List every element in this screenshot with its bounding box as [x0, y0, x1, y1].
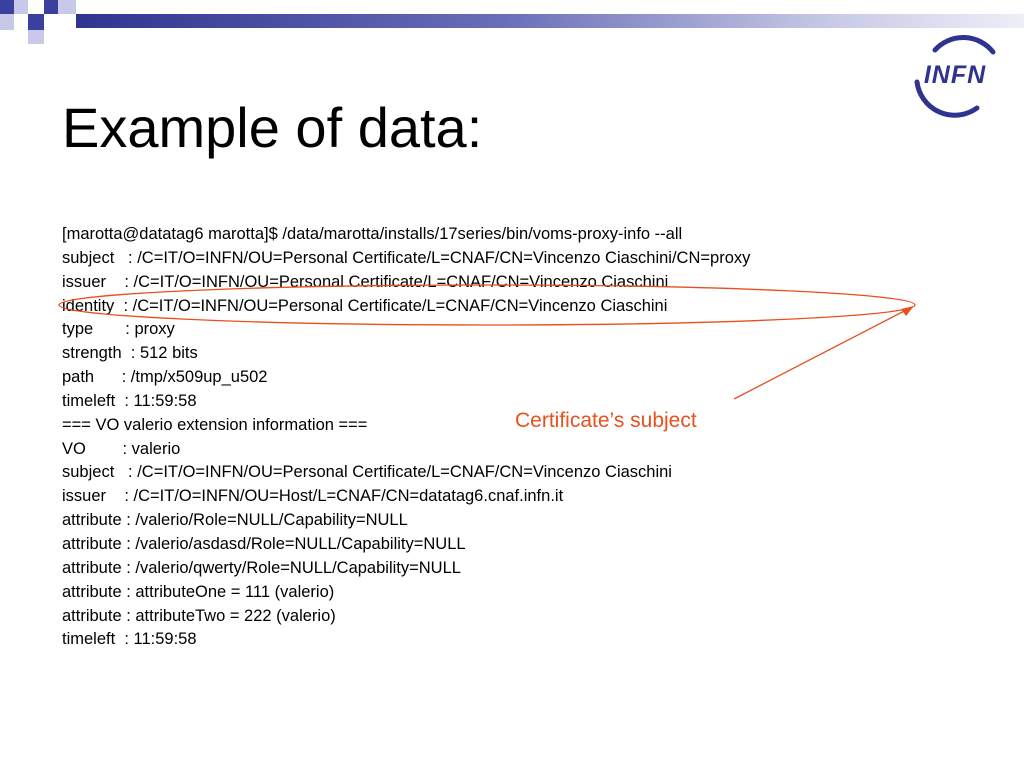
output-line: attribute : /valerio/Role=NULL/Capabilit…: [62, 511, 408, 530]
output-line: issuer : /C=IT/O=INFN/OU=Personal Certif…: [62, 272, 669, 291]
slide-title: Example of data:: [62, 96, 483, 159]
corner-square: [14, 14, 28, 30]
output-line: subject : /C=IT/O=INFN/OU=Personal Certi…: [62, 248, 751, 267]
logo-text: INFN: [924, 61, 986, 89]
terminal-output: [marotta@datatag6 marotta]$ /data/marott…: [62, 223, 962, 652]
output-line: === VO valerio extension information ===: [62, 415, 368, 434]
corner-square: [28, 14, 44, 30]
output-line: timeleft : 11:59:58: [62, 391, 197, 410]
output-line: attribute : /valerio/qwerty/Role=NULL/Ca…: [62, 558, 461, 577]
corner-square: [44, 0, 58, 14]
corner-square: [28, 30, 44, 44]
corner-square: [0, 0, 14, 14]
annotation-label: Certificate’s subject: [515, 409, 697, 432]
infn-logo-icon: INFN: [914, 35, 996, 118]
output-line: attribute : attributeTwo = 222 (valerio): [62, 606, 336, 625]
output-line: subject : /C=IT/O=INFN/OU=Personal Certi…: [62, 463, 672, 482]
output-line: type : proxy: [62, 320, 175, 339]
corner-square: [14, 0, 28, 14]
output-line: attribute : attributeOne = 111 (valerio): [62, 582, 335, 601]
corner-square: [0, 14, 14, 30]
output-line: attribute : /valerio/asdasd/Role=NULL/Ca…: [62, 534, 466, 553]
output-line: VO : valerio: [62, 439, 181, 458]
corner-square: [58, 0, 76, 14]
output-line: path : /tmp/x509up_u502: [62, 368, 268, 387]
output-line: issuer : /C=IT/O=INFN/OU=Host/L=CNAF/CN=…: [62, 487, 564, 506]
output-line: [marotta@datatag6 marotta]$ /data/marott…: [62, 225, 683, 243]
output-line: strength : 512 bits: [62, 344, 198, 363]
header-gradient-bar: [76, 14, 1024, 28]
output-line-identity: identity : /C=IT/O=INFN/OU=Personal Cert…: [62, 296, 668, 315]
output-line: timeleft : 11:59:58: [62, 630, 197, 649]
